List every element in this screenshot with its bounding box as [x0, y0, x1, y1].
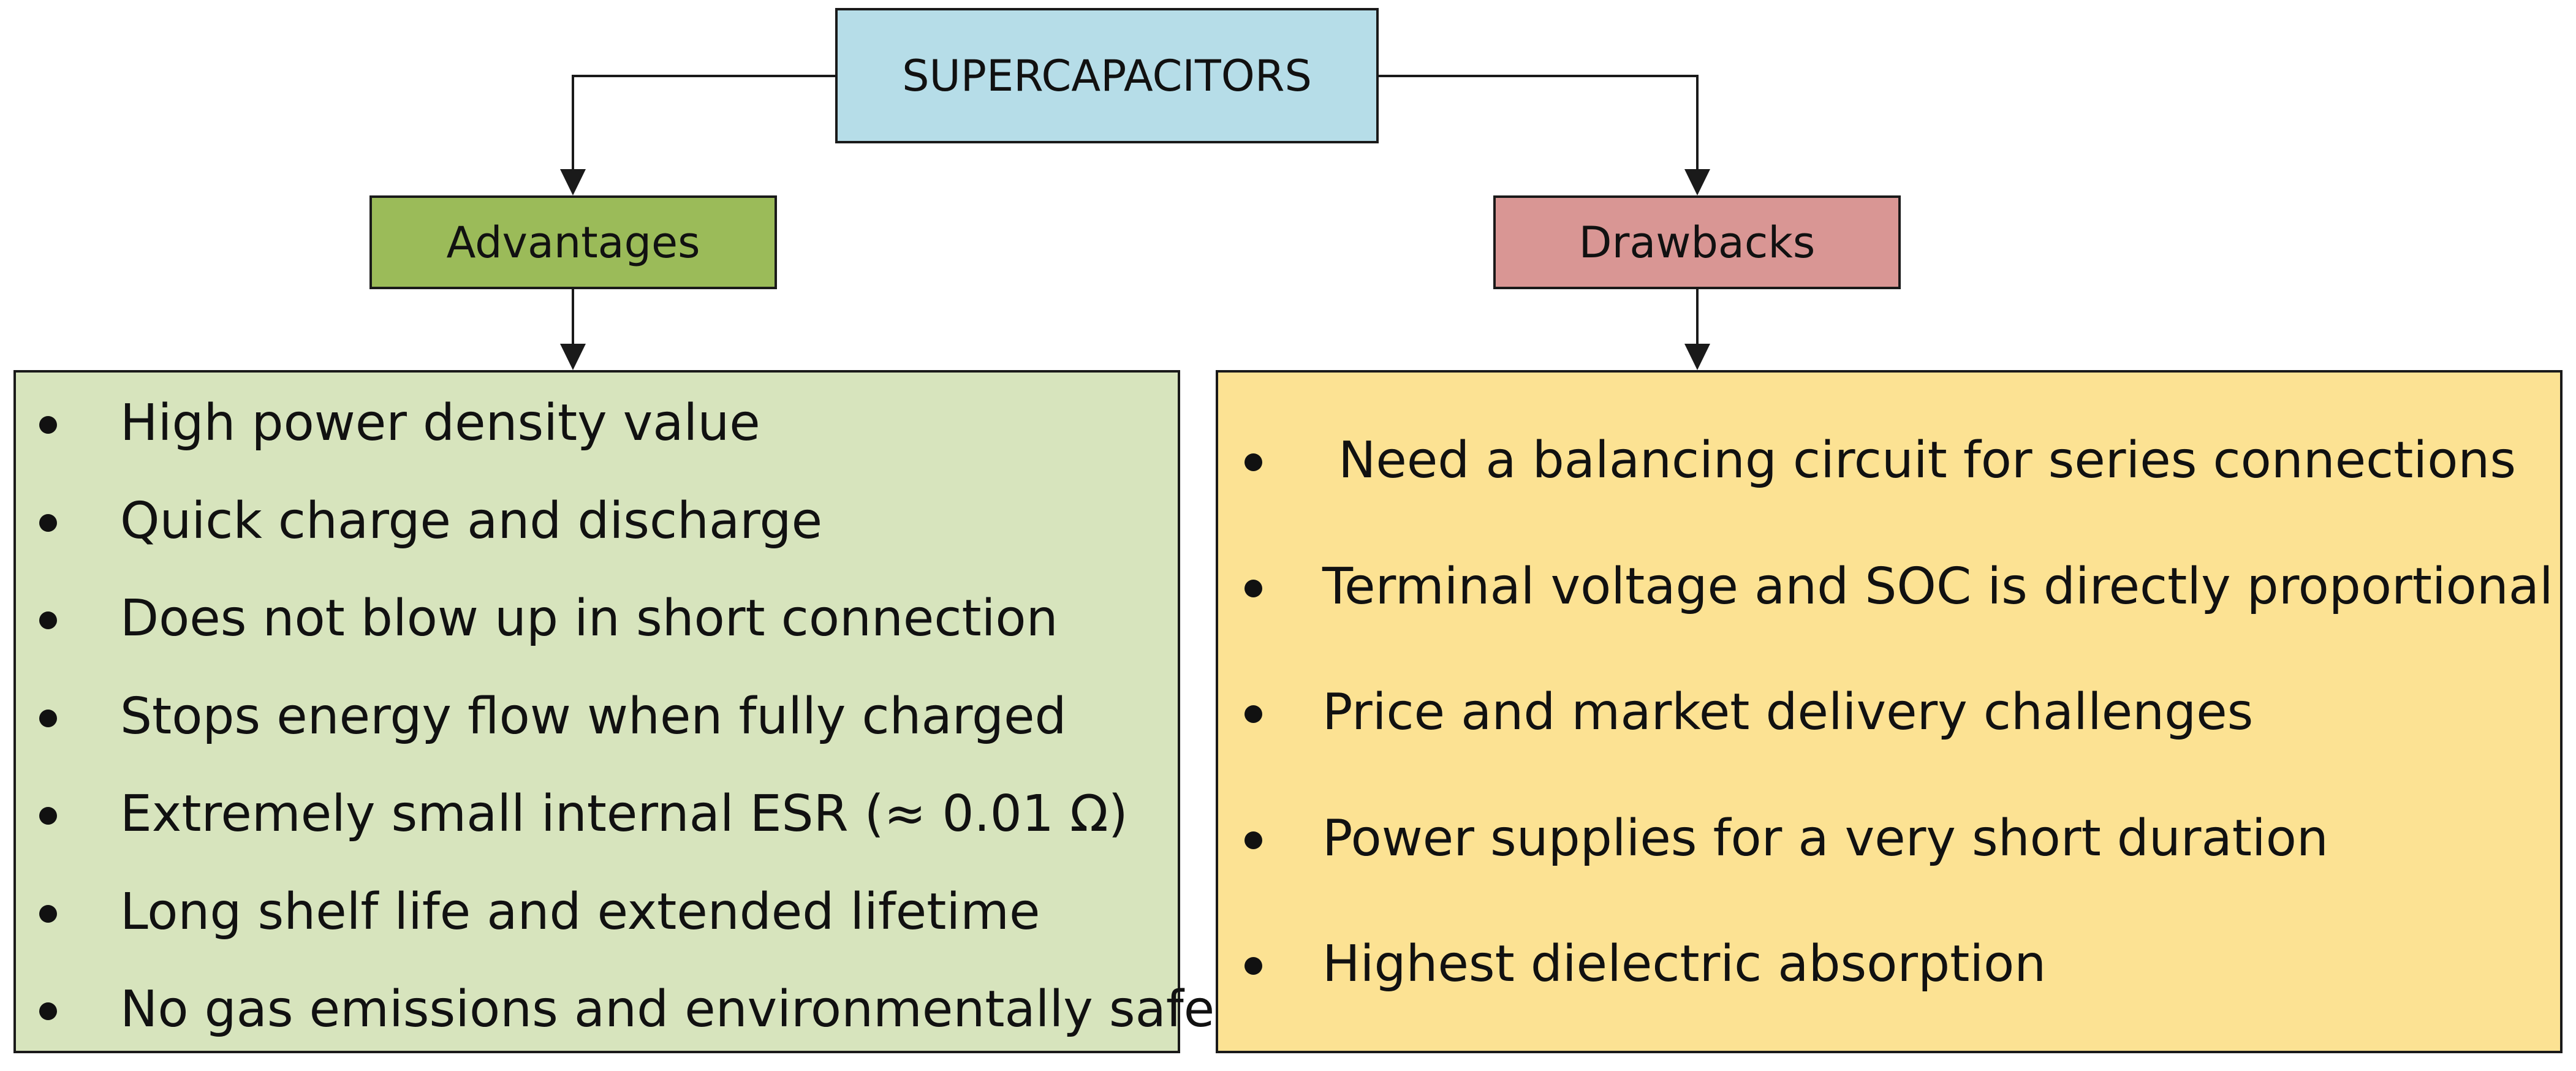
arrowhead-drawbacks-panel	[1684, 344, 1710, 370]
drawbacks-list-item: Power supplies for a very short duration	[1322, 809, 2328, 868]
drawbacks-bullet-icon	[1244, 957, 1262, 975]
advantages-list-item: Long shelf life and extended lifetime	[120, 882, 1040, 941]
arrowhead-advantages-panel	[560, 344, 586, 370]
drawbacks-list-item: Need a balancing circuit for series conn…	[1322, 431, 2517, 490]
advantages-list-item: Stops energy flow when fully charged	[120, 687, 1067, 746]
advantages-bullet-icon	[39, 513, 57, 532]
advantages-bullet-icon	[39, 904, 57, 923]
drawbacks-title: Drawbacks	[1578, 217, 1816, 268]
drawbacks-list-item: Highest dielectric absorption	[1322, 935, 2047, 993]
advantages-bullet-icon	[39, 1002, 57, 1020]
drawbacks-bullet-icon	[1244, 831, 1262, 849]
drawbacks-list-item: Price and market delivery challenges	[1322, 683, 2254, 741]
drawbacks-bullet-icon	[1244, 453, 1262, 471]
advantages-list-item: No gas emissions and environmentally saf…	[120, 980, 1215, 1039]
arrowhead-drawbacks	[1684, 169, 1710, 195]
root-to-drawbacks-connector	[1379, 75, 1699, 184]
advantages-list-item: High power density value	[120, 394, 760, 452]
advantages-bullet-icon	[39, 611, 57, 629]
drawbacks-node: Drawbacks	[1493, 195, 1901, 289]
advantages-list-item: Extremely small internal ESR (≈ 0.01 Ω)	[120, 785, 1128, 843]
advantages-bullet-icon	[39, 807, 57, 825]
drawbacks-list-item: Terminal voltage and SOC is directly pro…	[1322, 557, 2553, 616]
advantages-bullet-icon	[39, 416, 57, 434]
arrowhead-advantages	[560, 169, 586, 195]
root-to-advantages-connector	[572, 75, 835, 184]
advantages-list-item: Quick charge and discharge	[120, 491, 823, 550]
advantages-title: Advantages	[446, 217, 700, 268]
drawbacks-panel: Need a balancing circuit for series conn…	[1216, 370, 2563, 1053]
advantages-list-item: Does not blow up in short connection	[120, 589, 1058, 648]
root-title: SUPERCAPACITORS	[902, 50, 1312, 101]
advantages-bullet-icon	[39, 709, 57, 727]
drawbacks-bullet-icon	[1244, 705, 1262, 723]
root-node: SUPERCAPACITORS	[835, 8, 1379, 143]
drawbacks-bullet-icon	[1244, 579, 1262, 597]
advantages-node: Advantages	[369, 195, 777, 289]
